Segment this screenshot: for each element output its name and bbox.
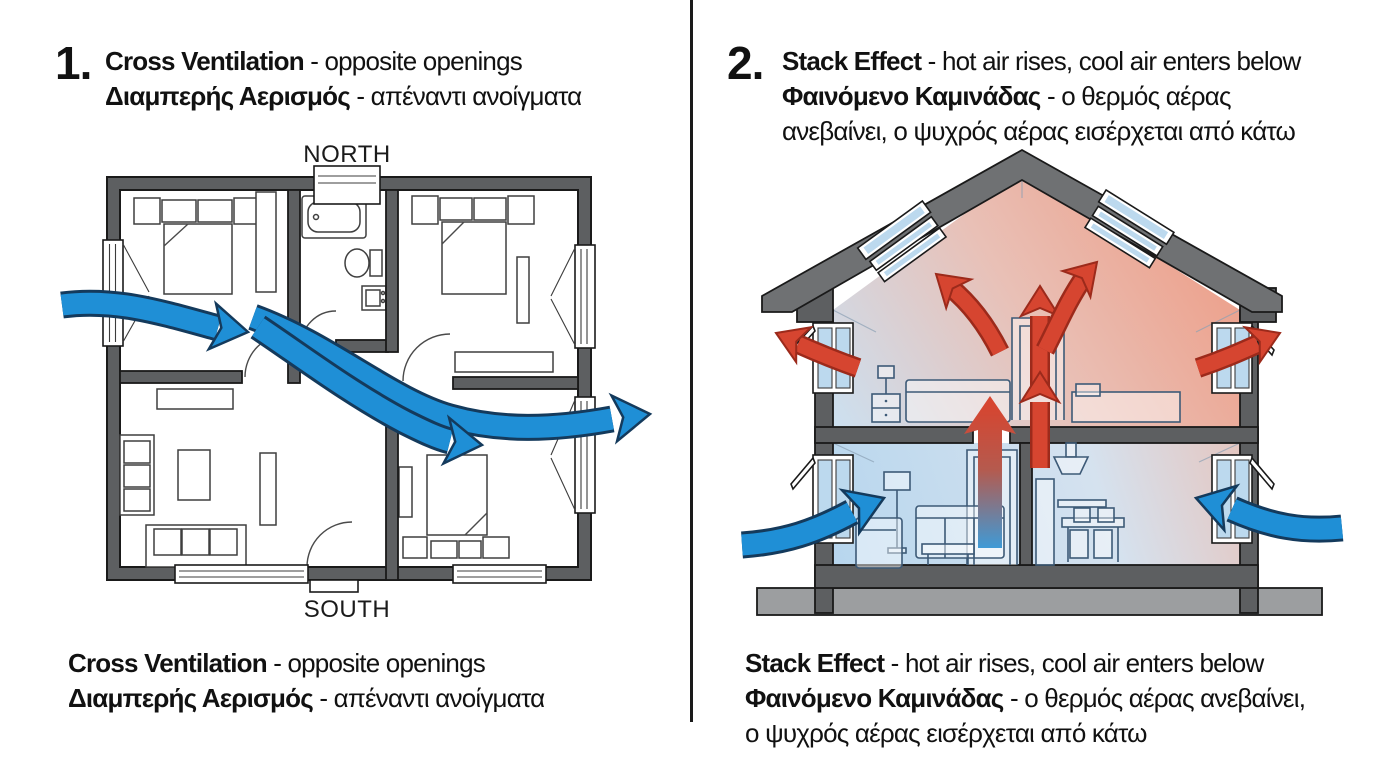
- caption-term-gr: Φαινόμενο Καμινάδας: [745, 683, 1004, 713]
- entry-step: [309, 579, 359, 593]
- caption-line-gr1: Φαινόμενο Καμινάδας - ο θερμός αέρας ανε…: [745, 681, 1365, 716]
- stack-airflow-arrows: [774, 260, 1282, 548]
- caption-line-en: Stack Effect - hot air rises, cool air e…: [745, 646, 1365, 681]
- skylight-left: [856, 199, 948, 283]
- title-desc-gr: - απέναντι ανοίγματα: [349, 81, 582, 111]
- ground: [756, 587, 1323, 616]
- title-line-gr: Διαμπερής Αερισμός - απέναντι ανοίγματα: [105, 79, 680, 114]
- arrowhead: [608, 392, 653, 445]
- caption-line-gr: Διαμπερής Αερισμός - απέναντι ανοίγματα: [68, 681, 668, 716]
- title-line-en: Cross Ventilation - opposite openings: [105, 44, 680, 79]
- arrowhead: [205, 300, 251, 352]
- panel-divider: [690, 0, 693, 722]
- house-section: [740, 148, 1344, 616]
- caption-line-gr2: ο ψυχρός αέρας εισέρχεται από κάτω: [745, 716, 1365, 751]
- title-term-en: Cross Ventilation: [105, 46, 305, 76]
- bedroom3-furniture: [398, 454, 510, 559]
- caption-desc-gr: - απέναντι ανοίγματα: [312, 683, 545, 713]
- panel-title: Stack Effect - hot air rises, cool air e…: [782, 44, 1367, 149]
- title-line-gr1: Φαινόμενο Καμινάδας - ο θερμός αέρας: [782, 79, 1367, 114]
- walls-and-slabs: [796, 287, 1277, 614]
- panel-caption: Cross Ventilation - opposite openings Δι…: [68, 646, 668, 716]
- floor-plan: NORTH SOUTH: [60, 141, 653, 623]
- title-line-gr2: ανεβαίνει, ο ψυχρός αέρας εισέρχεται από…: [782, 114, 1367, 149]
- south-label: SOUTH: [304, 596, 391, 623]
- arrowhead: [1193, 483, 1241, 534]
- title-term-gr: Διαμπερής Αερισμός: [105, 81, 351, 111]
- title-desc-gr1: - ο θερμός αέρας: [1040, 81, 1232, 111]
- bathroom-fixtures: [301, 195, 387, 311]
- title-desc-en: - hot air rises, cool air enters below: [921, 46, 1302, 76]
- arrowhead: [1059, 260, 1099, 301]
- arrowhead: [1018, 370, 1062, 405]
- title-desc-en: - opposite openings: [303, 46, 523, 76]
- interior-walls: [119, 189, 579, 581]
- caption-term-en: Cross Ventilation: [68, 648, 268, 678]
- panel-caption: Stack Effect - hot air rises, cool air e…: [745, 646, 1365, 751]
- bedroom2-furniture: [411, 195, 554, 373]
- title-line-en: Stack Effect - hot air rises, cool air e…: [782, 44, 1367, 79]
- rising-gradient-arrow: [964, 396, 1016, 548]
- panel-number: 2.: [727, 37, 764, 89]
- north-label: NORTH: [303, 141, 390, 168]
- skylight-right: [1083, 188, 1176, 269]
- caption-desc-en: - opposite openings: [266, 648, 486, 678]
- caption-term-en: Stack Effect: [745, 648, 885, 678]
- arrowhead: [838, 488, 887, 537]
- cross-airflow-arrows: [60, 289, 653, 467]
- arrowhead: [440, 414, 485, 467]
- arrowhead: [1241, 325, 1282, 366]
- panel-title: Cross Ventilation - opposite openings Δι…: [105, 44, 680, 114]
- panel-cross-ventilation: 1. Cross Ventilation - opposite openings…: [55, 37, 680, 716]
- title-term-en: Stack Effect: [782, 46, 922, 76]
- caption-desc-en: - hot air rises, cool air enters below: [884, 648, 1265, 678]
- arrowhead: [1018, 284, 1062, 319]
- stack-effect-diagram: [740, 148, 1344, 616]
- title-term-gr: Φαινόμενο Καμινάδας: [782, 81, 1041, 111]
- arrowhead: [774, 325, 815, 366]
- arrowhead: [934, 272, 975, 312]
- caption-line-en: Cross Ventilation - opposite openings: [68, 646, 668, 681]
- panel-stack-effect: 2. Stack Effect - hot air rises, cool ai…: [693, 0, 1376, 768]
- caption-term-gr: Διαμπερής Αερισμός: [68, 683, 314, 713]
- bedroom-furniture: [133, 191, 277, 295]
- cool-air-arrows: [740, 483, 1344, 559]
- living-room-furniture: [119, 388, 277, 568]
- caption-desc-gr2: ο ψυχρός αέρας εισέρχεται από κάτω: [745, 718, 1147, 748]
- cross-ventilation-diagram: NORTH SOUTH: [60, 141, 653, 623]
- caption-desc-gr1: - ο θερμός αέρας ανεβαίνει,: [1003, 683, 1306, 713]
- title-desc-gr2: ανεβαίνει, ο ψυχρός αέρας εισέρχεται από…: [782, 116, 1296, 146]
- panel-number: 1.: [55, 37, 92, 89]
